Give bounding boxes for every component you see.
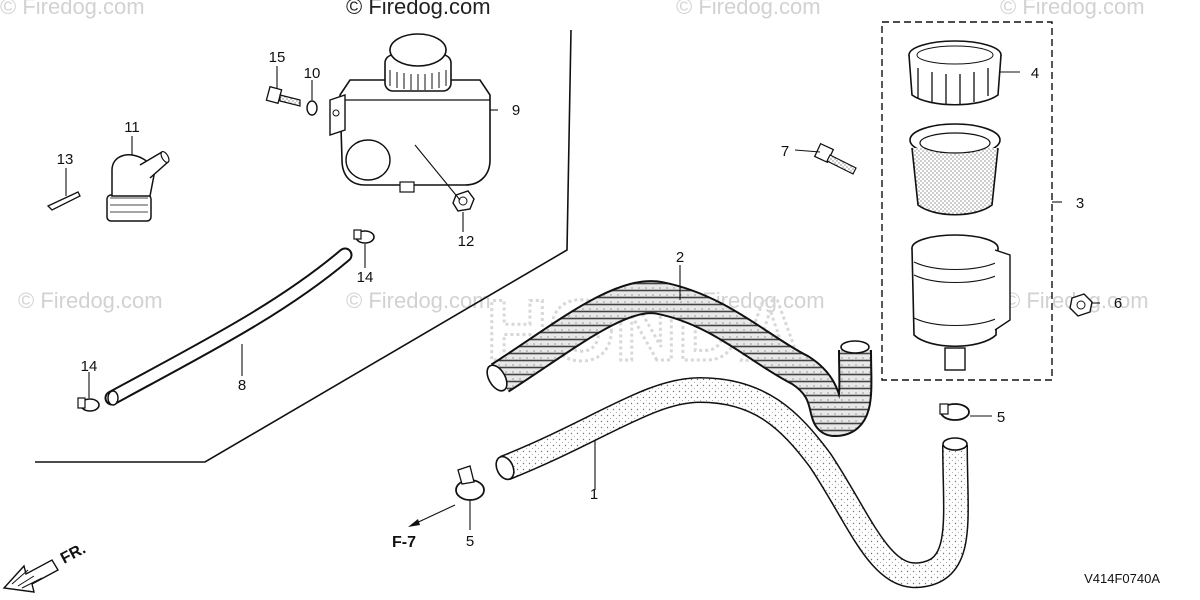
part-2-corrugated-hose — [486, 280, 873, 438]
part-3-strainer — [909, 123, 1001, 216]
callout-11: 11 — [124, 119, 140, 136]
boundary-line — [35, 29, 572, 463]
callout-15: 15 — [269, 49, 286, 66]
reference-arrow — [408, 504, 456, 527]
watermark-main: © Firedog.com — [346, 0, 491, 19]
part-14-clamp-upper — [353, 229, 375, 244]
part-10-washer — [306, 100, 318, 116]
part-11-elbow-fitting — [106, 150, 170, 222]
callout-2: 2 — [676, 249, 684, 266]
callout-13: 13 — [57, 151, 74, 168]
part-5-clamp-lower — [455, 465, 485, 501]
watermark: © Firedog.com — [1000, 0, 1145, 19]
callout-1: 1 — [590, 486, 598, 503]
part-9-reservoir-tank — [329, 33, 491, 193]
watermark: © Firedog.com — [18, 288, 163, 313]
callout-4: 4 — [1031, 65, 1039, 82]
part-7-bolt — [813, 142, 857, 175]
reference-label: F-7 — [392, 534, 416, 551]
callout-8: 8 — [238, 377, 246, 394]
callout-6: 6 — [1114, 295, 1122, 312]
part-3-cup — [911, 234, 1011, 371]
callout-9: 9 — [512, 102, 520, 119]
part-5-clamp-right — [939, 403, 970, 421]
callout-14-lower: 14 — [81, 358, 98, 375]
callout-10: 10 — [304, 65, 321, 82]
part-4-cap — [908, 40, 1002, 106]
callout-7: 7 — [781, 143, 789, 160]
watermark: © Firedog.com — [0, 0, 145, 19]
part-8-hose — [104, 247, 353, 406]
callout-14-upper: 14 — [357, 269, 374, 286]
callout-3: 3 — [1076, 195, 1084, 212]
callout-12: 12 — [458, 233, 475, 250]
leader-lines — [65, 66, 1100, 530]
front-direction-arrow — [2, 559, 59, 593]
part-15-bolt — [265, 85, 301, 107]
part-1-hose — [495, 376, 969, 589]
callout-5-lower: 5 — [466, 533, 474, 550]
callout-5-right: 5 — [997, 409, 1005, 426]
part-6-nut — [1069, 293, 1093, 317]
part-14-clamp-lower — [77, 397, 100, 412]
part-12-nut — [452, 190, 475, 212]
watermark: © Firedog.com — [676, 0, 821, 19]
front-label: FR. — [58, 540, 89, 567]
part-13-pin — [46, 191, 81, 211]
drawing-code: V414F0740A — [1084, 571, 1160, 586]
